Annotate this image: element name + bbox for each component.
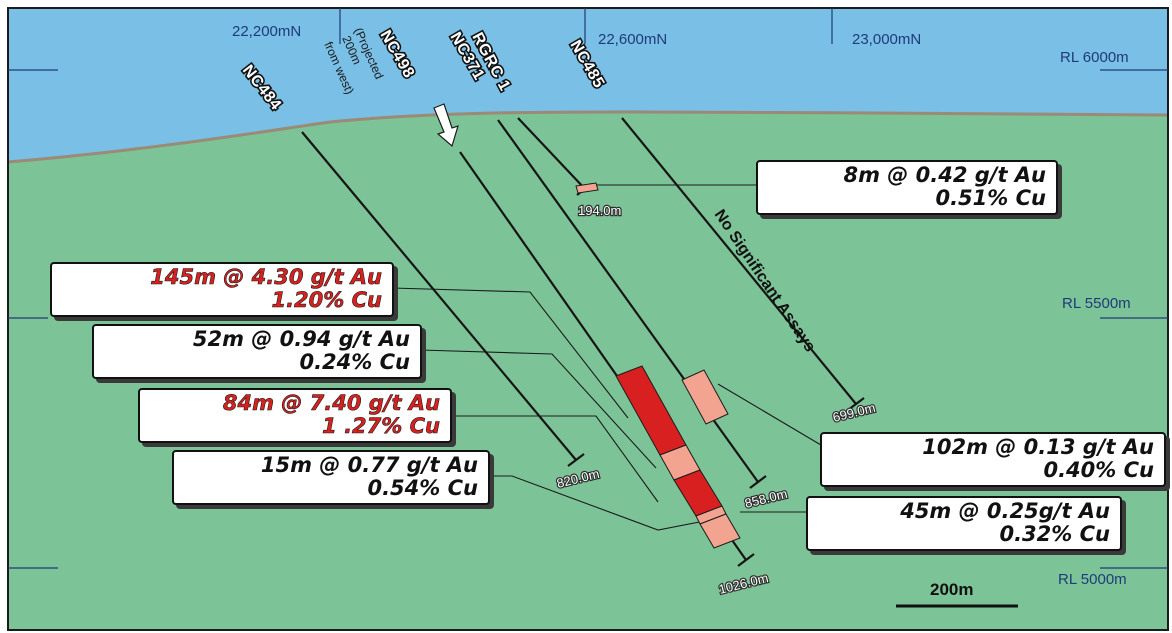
intercept-line: 0.54% Cu — [367, 476, 478, 500]
intercept-line: 145m @ 4.30 g/t Au — [150, 265, 382, 289]
northing-label: 22,600mN — [598, 31, 667, 48]
rl-label: RL 6000m — [1060, 49, 1129, 66]
intercept-line: 0.40% Cu — [1043, 458, 1154, 482]
leader-52m — [419, 349, 657, 469]
intercept-line: 15m @ 0.77 g/t Au — [260, 453, 478, 477]
drillhole-nc484 — [301, 131, 577, 461]
leader-lines — [391, 184, 827, 531]
eoh-cap-nc485 — [847, 397, 865, 411]
eoh-cap-nc484 — [567, 453, 585, 467]
scale-label: 200m — [930, 580, 974, 599]
northing-label: 22,200mN — [232, 23, 301, 40]
intercept-box-8m: 8m @ 0.42 g/t Au 0.51% Cu — [756, 160, 1058, 215]
eoh-cap-nc371 — [749, 475, 767, 489]
drillhole-nc485 — [621, 117, 857, 405]
intercept-box-84m: 84m @ 7.40 g/t Au 1 .27% Cu — [138, 388, 452, 443]
intercept-line: 0.51% Cu — [935, 186, 1046, 210]
leader-145m — [391, 287, 629, 419]
rl-label: RL 5500m — [1062, 295, 1131, 312]
interval-nc371-low-grade — [681, 369, 729, 425]
interval-low-grade-bottom — [699, 513, 741, 549]
intercept-line: 52m @ 0.94 g/t Au — [192, 327, 410, 351]
intercept-box-145m: 145m @ 4.30 g/t Au 1.20% Cu — [50, 262, 394, 317]
rl-label: RL 5000m — [1058, 571, 1127, 588]
projection-arrow — [433, 103, 459, 148]
intercept-box-102m: 102m @ 0.13 g/t Au 0.40% Cu — [820, 432, 1166, 487]
intercept-line: 1 .27% Cu — [322, 414, 440, 438]
intercept-line: 0.32% Cu — [999, 522, 1110, 546]
depth-label: 194.0m — [578, 203, 621, 218]
intercept-line: 102m @ 0.13 g/t Au — [922, 435, 1154, 459]
leader-102m — [717, 383, 827, 449]
intercept-box-45m: 45m @ 0.25g/t Au 0.32% Cu — [806, 496, 1122, 551]
intercept-box-52m: 52m @ 0.94 g/t Au 0.24% Cu — [92, 324, 422, 379]
intercept-line: 84m @ 7.40 g/t Au — [222, 391, 441, 415]
northing-label: 23,000mN — [852, 31, 921, 48]
frame — [7, 7, 1169, 631]
drillhole-rgrc1 — [517, 117, 587, 191]
interval-rgrc1-8m — [575, 182, 599, 194]
intercept-line: 8m @ 0.42 g/t Au — [843, 163, 1047, 187]
eoh-cap-nc498 — [737, 553, 755, 567]
leader-84m — [450, 415, 659, 503]
intercept-box-15m: 15m @ 0.77 g/t Au 0.54% Cu — [172, 450, 490, 505]
topographic-surface — [7, 110, 1169, 164]
intercept-line: 0.24% Cu — [299, 350, 410, 374]
intercept-line: 1.20% Cu — [271, 288, 382, 312]
drillhole-nc371 — [497, 119, 759, 483]
intercept-line: 45m @ 0.25g/t Au — [900, 499, 1110, 523]
leader-15m — [490, 475, 721, 531]
